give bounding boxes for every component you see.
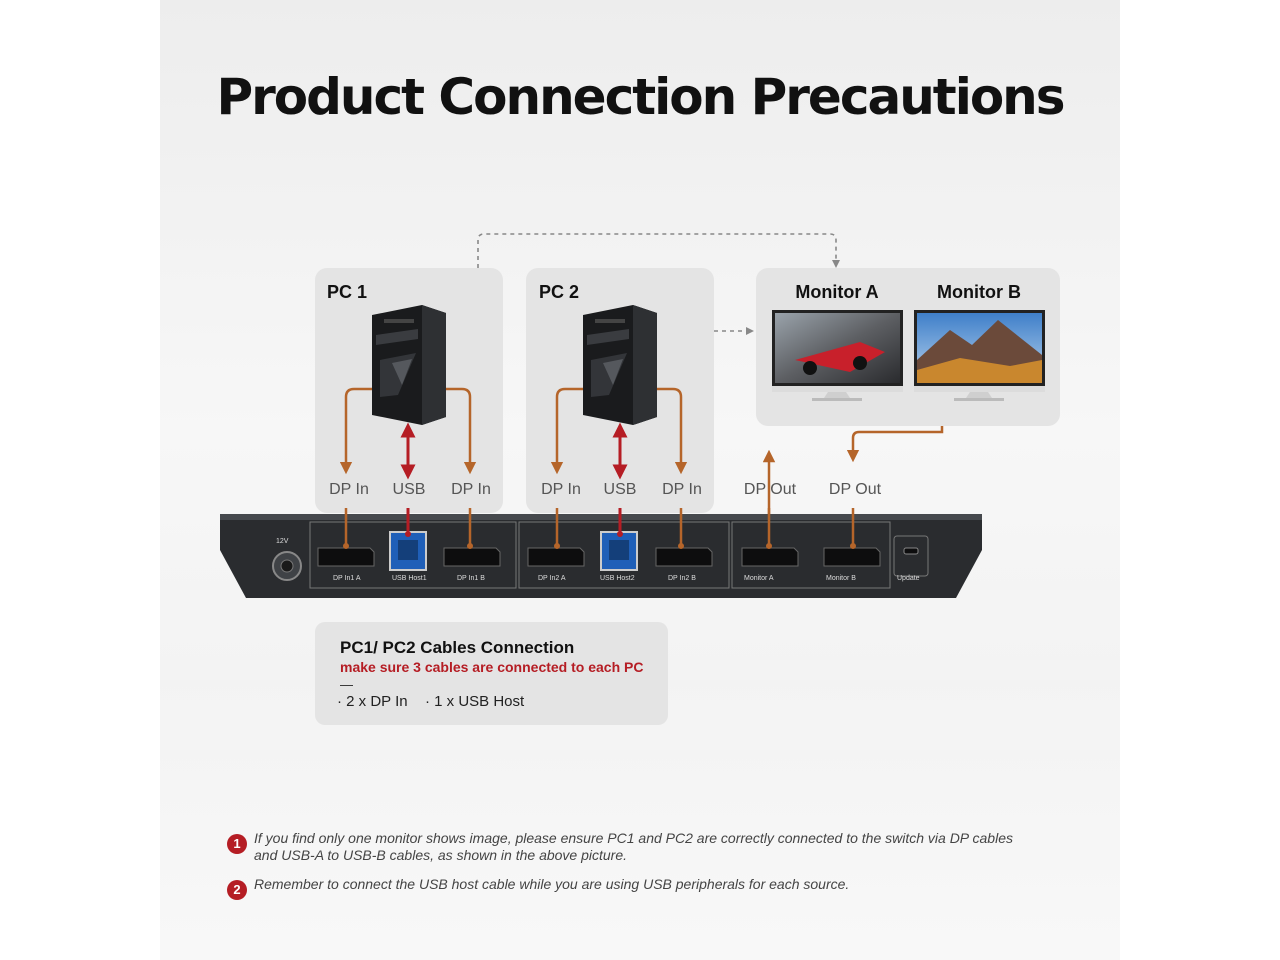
pc2-port-label-usb: USB [603, 481, 637, 498]
info-warning: make sure 3 cables are connected to each… [340, 659, 644, 675]
switch-label-usb-host1: USB Host1 [392, 575, 427, 582]
switch-label-power: 12V [276, 538, 289, 545]
pc2-tower-icon [583, 305, 657, 425]
monitor-b-port-label: DP Out [828, 481, 882, 498]
dashed-flow-pc1-to-monitor [477, 233, 840, 268]
info-bullet-usb: · 1 x USB Host [425, 693, 525, 710]
switch-label-dp-in1-b: DP In1 B [457, 575, 485, 582]
monitor-b-label: Monitor B [937, 282, 1021, 302]
page-title: Product Connection Precautions [216, 68, 1065, 126]
pc2-dp-cable-left [550, 387, 583, 475]
switch-label-dp-in1-a: DP In1 A [333, 575, 361, 582]
switch-label-dp-in2-a: DP In2 A [538, 575, 566, 582]
switch-label-usb-host2: USB Host2 [600, 575, 635, 582]
pc1-dp-cable-right [446, 387, 477, 475]
pc1-port-label-dp-right: DP In [451, 481, 491, 498]
pc1-label: PC 1 [327, 282, 368, 302]
pc1-port-label-dp-left: DP In [329, 481, 369, 498]
note-2-number-badge: 2 [227, 880, 247, 900]
switch-label-monitor-a: Monitor A [744, 575, 774, 582]
info-divider: — [340, 677, 353, 692]
note-1-number-badge: 1 [227, 834, 247, 854]
pc2-port-label-dp-left: DP In [541, 481, 581, 498]
info-title: PC1/ PC2 Cables Connection [340, 638, 575, 657]
note-1-text: If you find only one monitor shows image… [254, 830, 1013, 863]
pc2-dp-cable-right [657, 387, 688, 475]
diagram-canvas: Product Connection Precautions PC 1 PC 2… [160, 0, 1120, 960]
connection-diagram: 12V DP In1 A USB Host1 DP In1 B DP In2 A… [220, 233, 1045, 598]
kvm-switch [220, 514, 982, 598]
switch-label-update: Update [897, 575, 920, 582]
switch-label-monitor-b: Monitor B [826, 575, 856, 582]
note-2-text: Remember to connect the USB host cable w… [254, 876, 850, 892]
pc2-port-label-dp-right: DP In [662, 481, 702, 498]
note-2: 2 Remember to connect the USB host cable… [227, 876, 1038, 900]
pc2-label: PC 2 [539, 282, 580, 302]
monitor-b-dp-cable [846, 426, 944, 463]
monitor-a-icon [772, 310, 903, 401]
monitor-a-port-label: DP Out [743, 481, 797, 498]
switch-label-dp-in2-b: DP In2 B [668, 575, 696, 582]
monitor-b-icon [914, 310, 1045, 401]
pc1-tower-icon [372, 305, 446, 425]
info-bullet-dp: · 2 x DP In [337, 693, 408, 710]
pc1-port-label-usb: USB [392, 481, 426, 498]
monitor-a-label: Monitor A [795, 282, 879, 302]
note-1: 1 If you find only one monitor shows ima… [227, 830, 1038, 870]
cables-info-box: PC1/ PC2 Cables Connection make sure 3 c… [315, 622, 668, 725]
pc1-dp-cable-left [339, 387, 372, 475]
